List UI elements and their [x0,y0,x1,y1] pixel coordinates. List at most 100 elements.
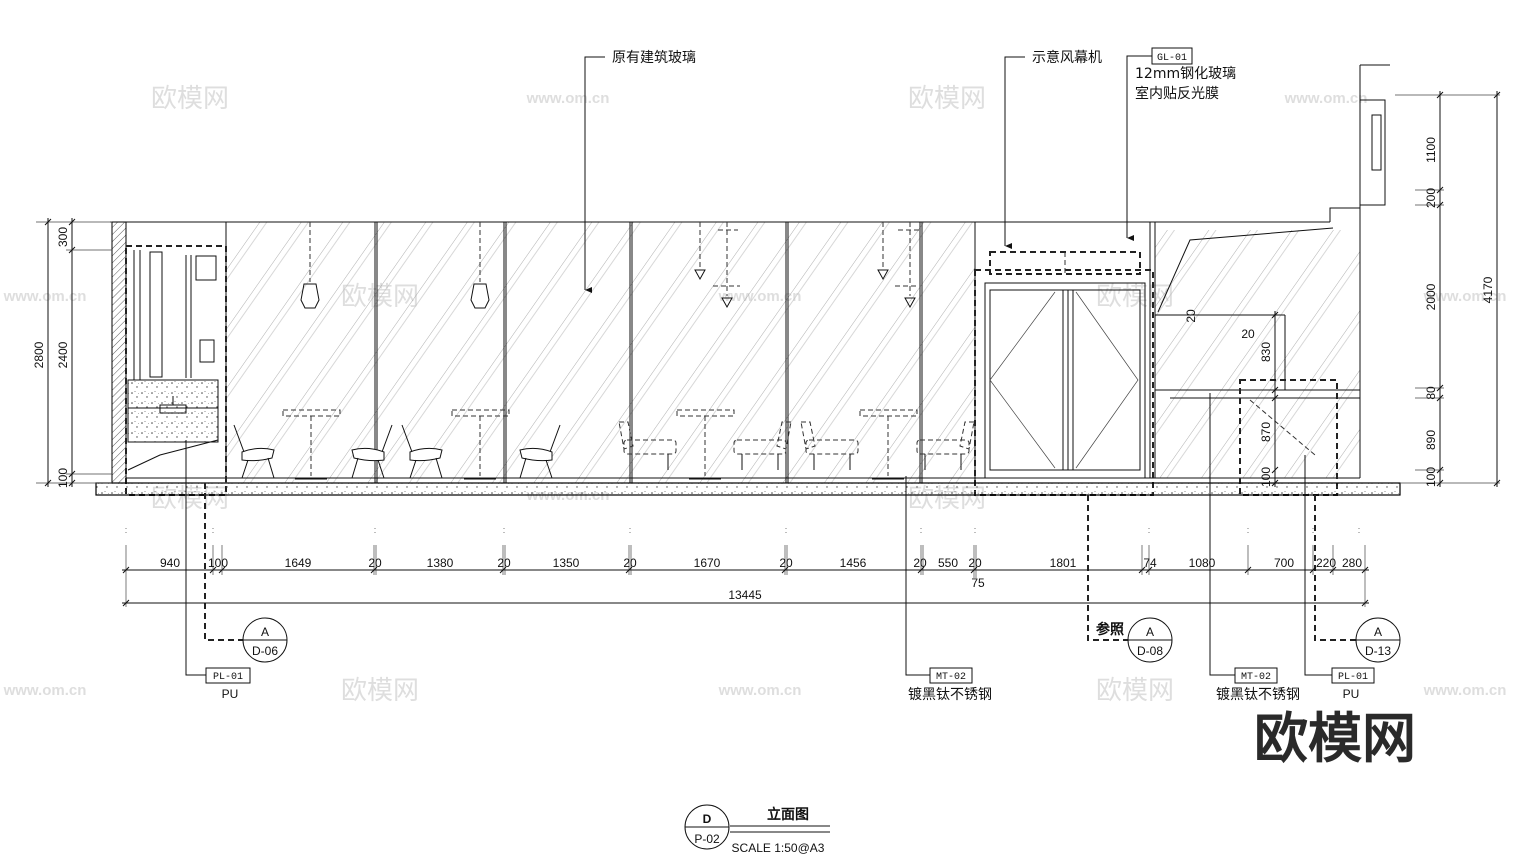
detail-sheet: D-06 [252,644,278,658]
dim-inner-d: 870 [1259,422,1273,442]
pendant-lamp [470,222,490,309]
refer-label: 参照 [1096,621,1124,638]
armchair [618,421,677,470]
material-callout-mid: MT-02 镀黑钛不锈钢 [905,476,992,703]
side-chair [401,424,443,479]
title-letter: D [703,812,712,826]
pendant-lamp [300,222,320,309]
existing-glass-leader: 原有建筑玻璃 [584,49,696,293]
watermark-site: www.om.cn [1284,90,1368,107]
left-detail-boundary [125,245,227,496]
detail-callout-d06: A D-06 [204,483,288,663]
dim-bottom: 74 [1143,556,1157,570]
ceiling-fixtures [694,222,920,309]
existing-glass-label: 原有建筑玻璃 [612,49,696,66]
right-dimension-chain: 1100 200 2000 80 890 100 4170 [1395,91,1501,487]
title-scale: SCALE 1:50@A3 [732,841,825,855]
dim-bottom: 1670 [694,556,721,570]
left-washroom-fixture [127,250,219,478]
material-callout-far-right: PL-01 PU [1304,455,1375,701]
watermark-logo: 欧模网 [151,84,229,114]
armchair [800,421,859,470]
dim-left-mid: 2400 [56,341,70,368]
detail-letter: A [1374,625,1382,639]
air-curtain [989,251,1141,275]
entrance-door [984,282,1146,479]
material-code-tag: MT-02 [936,672,966,683]
dim-right-f: 100 [1424,467,1438,487]
dim-right-c: 2000 [1424,283,1438,310]
watermark-site: www.om.cn [3,682,87,699]
dim-inner-c: 830 [1259,342,1273,362]
watermark-site: www.om.cn [1423,682,1507,699]
dim-bottom: 1380 [427,556,454,570]
dim-bottom: 1801 [1050,556,1077,570]
glass-spec-callout: GL-01 12mm钢化玻璃 室内贴反光膜 [1126,47,1236,241]
drawing-title: D P-02 立面图 SCALE 1:50@A3 [684,804,830,855]
dim-inner-b: 20 [1241,327,1255,341]
side-chair [519,424,561,479]
detail-callout-d08: 参照 A D-08 [1087,495,1173,663]
dim-inner-a: 20 [1184,309,1198,323]
cafe-table [282,409,341,480]
detail-letter: A [1146,625,1154,639]
dim-bottom: 20 [368,556,382,570]
dim-bottom: 1649 [285,556,312,570]
dim-bottom: 280 [1342,556,1362,570]
material-name: 镀黑钛不锈钢 [1216,686,1300,703]
title-sheet: P-02 [694,832,720,846]
left-wall [111,221,127,484]
dim-bottom: 1350 [553,556,580,570]
detail-callout-d13: A D-13 [1314,495,1401,663]
dim-right-total: 4170 [1481,276,1495,303]
dim-total: 13445 [728,588,762,602]
dim-bottom: 20 [968,556,982,570]
site-logo: 欧模网 [1254,707,1416,770]
side-chair [233,424,275,479]
dim-right-d: 80 [1424,386,1438,400]
armchair [733,421,792,470]
watermark-site: www.om.cn [718,682,802,699]
material-code-tag: MT-02 [1241,672,1271,683]
dim-bottom: 550 [938,556,958,570]
dim-bottom: 700 [1274,556,1294,570]
bottom-dimension-chain: 940 100 1649 20 1380 20 1350 20 1670 20 … [122,528,1369,607]
glass-spec-line1: 12mm钢化玻璃 [1135,65,1236,82]
watermark-site: www.om.cn [3,288,87,305]
watermark-site: www.om.cn [1423,288,1507,305]
dim-bottom: 20 [623,556,637,570]
glass-hatch [226,222,1360,483]
armchair [916,421,975,470]
dim-bottom: 1456 [840,556,867,570]
left-dimension-chain: 300 2400 100 2800 [32,218,112,488]
glass-spec-line2: 室内贴反光膜 [1135,85,1219,102]
glass-code-tag: GL-01 [1157,53,1187,64]
cafe-table [451,409,510,480]
dim-bottom: 20 [779,556,793,570]
material-name: 镀黑钛不锈钢 [908,686,992,703]
dim-left-bottom: 100 [56,468,70,488]
watermark-logo: 欧模网 [908,84,986,114]
detail-letter: A [261,625,269,639]
dim-bottom: 220 [1316,556,1336,570]
material-callout-left: PL-01 PU [185,452,251,701]
title-name: 立面图 [767,806,809,823]
watermark-site: www.om.cn [526,90,610,107]
dim-right-a: 1100 [1424,137,1438,163]
material-callout-right: MT-02 镀黑钛不锈钢 [1209,393,1300,703]
watermark-logo: 欧模网 [1096,676,1174,706]
floor-slab [95,482,1401,496]
dim-left-top: 300 [56,227,70,247]
cafe-table [676,409,735,480]
detail-sheet: D-13 [1365,644,1391,658]
dim-right-b: 200 [1424,188,1438,208]
material-name: PU [222,687,239,701]
dim-left-total: 2800 [32,341,46,368]
material-name: PU [1343,687,1360,701]
dim-inner-e: 100 [1259,467,1273,487]
material-code-tag: PL-01 [1338,672,1368,683]
counter-dimension-chain: 20 20 830 870 100 [1184,309,1279,487]
dim-bottom: 100 [208,556,228,570]
side-chair [351,424,393,479]
